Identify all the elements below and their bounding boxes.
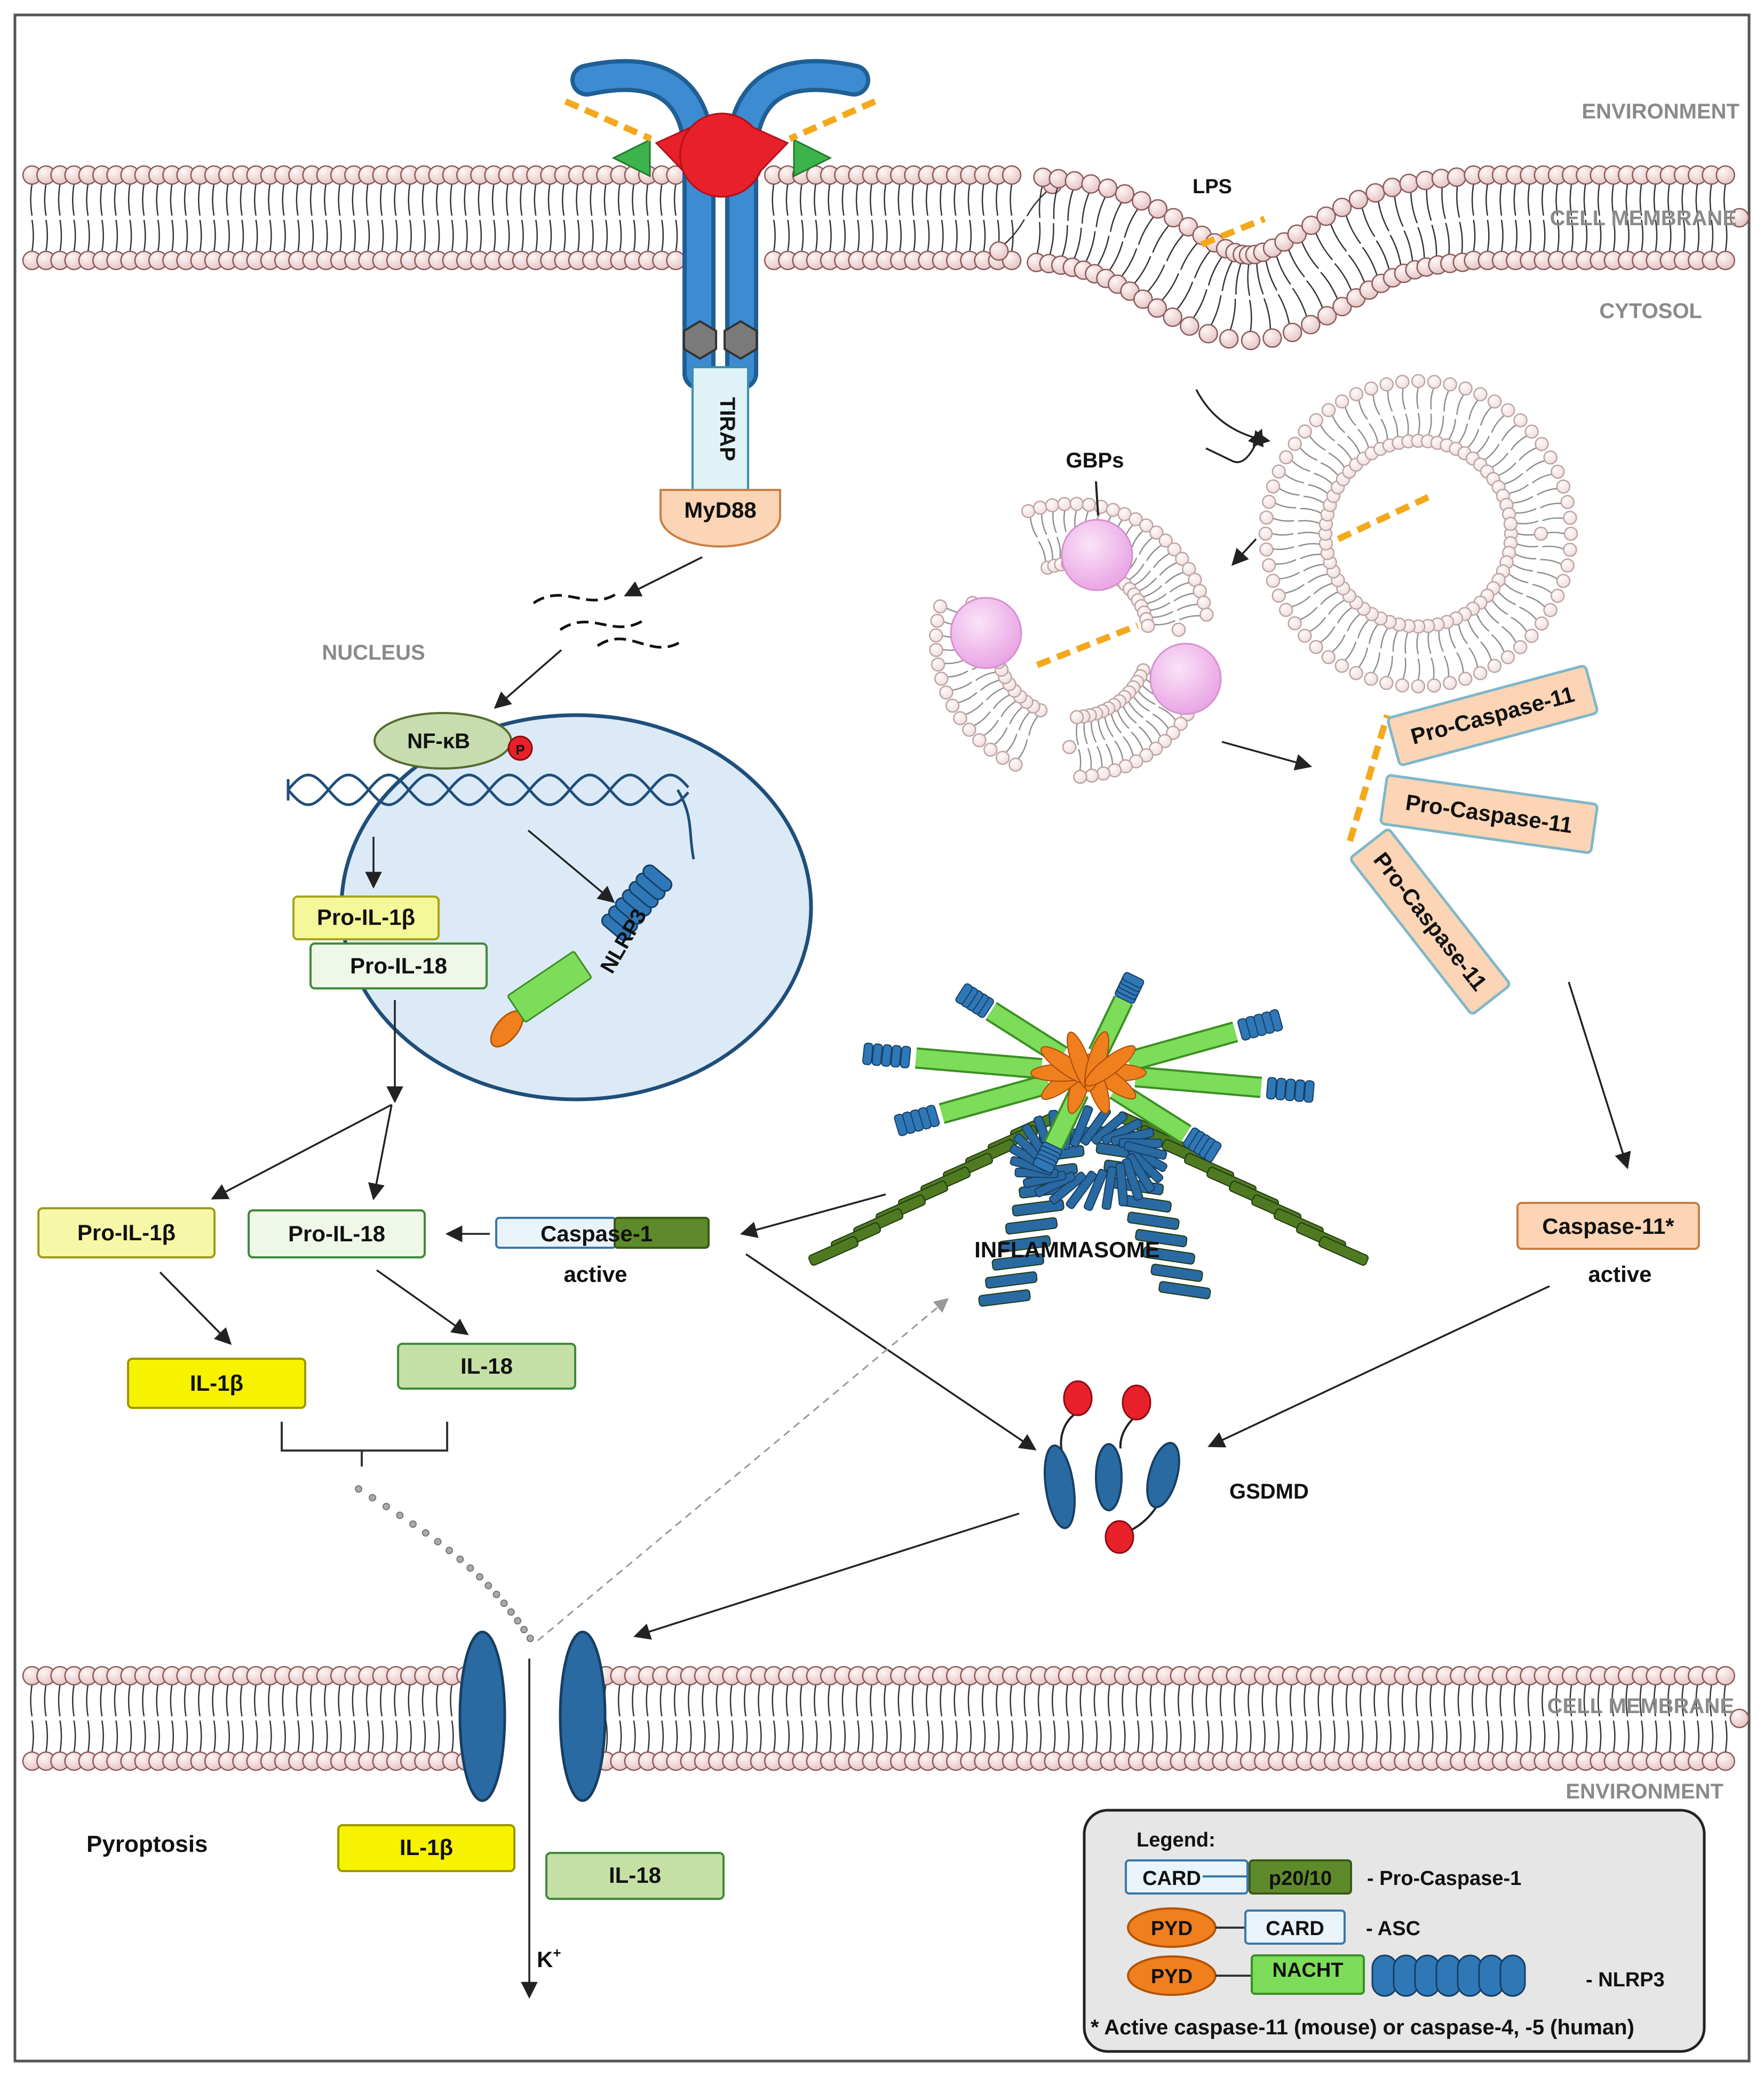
- gbp-icon: [1061, 519, 1133, 591]
- il1b-label: IL-1β: [190, 1370, 243, 1396]
- cyto-pro-il18-label: Pro-IL-18: [288, 1221, 385, 1246]
- gsdmd-label: GSDMD: [1229, 1480, 1309, 1503]
- potassium-label: K+: [537, 1945, 561, 1972]
- cell-membrane-bottom: [22, 1666, 1750, 1771]
- caspase1-p2010-domain: [614, 1217, 710, 1249]
- legend-pro-caspase1: - Pro-Caspase-1: [1367, 1867, 1521, 1890]
- tirap-label: TIRAP: [716, 397, 739, 461]
- out-il18-label: IL-18: [609, 1863, 661, 1888]
- region-cell-membrane-bottom: CELL MEMBRANE: [1547, 1694, 1734, 1718]
- caspase1-state: active: [563, 1262, 627, 1287]
- figure-frame: [13, 13, 1751, 2063]
- phosphate-icon: [507, 735, 533, 761]
- vesicle-lps-2: [1337, 493, 1432, 542]
- nucleus-pro-il1b-label: Pro-IL-1β: [317, 905, 415, 930]
- region-cell-membrane-top: CELL MEMBRANE: [1550, 207, 1737, 230]
- caspase1-label: Caspase-1: [541, 1221, 653, 1246]
- nucleus-pro-il18-label: Pro-IL-18: [350, 953, 447, 978]
- caspase11-active-box: [1516, 1202, 1700, 1250]
- pyroptosis-label: Pyroptosis: [86, 1831, 208, 1857]
- gbps-pointer: [1095, 481, 1099, 516]
- tlr4-receptor: [564, 59, 877, 548]
- nucleus-pro-il18-box: [309, 942, 488, 989]
- region-environment-top: ENVIRONMENT: [1582, 100, 1739, 123]
- nfkb-label: NF-κB: [407, 730, 470, 753]
- vesicle-lps: [1036, 622, 1139, 668]
- myd88-label: MyD88: [684, 497, 756, 522]
- cytokine-bracket: [281, 1422, 448, 1467]
- legend: Legend: CARD p20/10 - Pro-Caspase-1 PYD …: [1083, 1809, 1706, 2053]
- legend-pyd2-label: PYD: [1151, 1966, 1193, 1988]
- dna-helix: [287, 773, 695, 860]
- signal-squiggle: [533, 591, 684, 649]
- legend-pyd-label: PYD: [1151, 1917, 1193, 1940]
- lps-label: LPS: [1193, 176, 1232, 198]
- legend-footnote: * Active caspase-11 (mouse) or caspase-4…: [1091, 2016, 1634, 2039]
- phosphate-label: P: [515, 742, 525, 758]
- nucleus-pro-il1b-box: [292, 896, 440, 940]
- inflammasome-complex: [808, 972, 1369, 1307]
- il18-box: [397, 1343, 576, 1390]
- caspase11-active-label: Caspase-11*: [1542, 1214, 1674, 1239]
- out-il18-box: [545, 1852, 725, 1900]
- nlrp3-protein: [490, 864, 673, 1048]
- gsdmd-pore-left: [458, 1630, 506, 1802]
- cell-membrane-top: [22, 165, 1750, 351]
- gbp-icon: [950, 597, 1022, 669]
- caspase11-state: active: [1588, 1262, 1651, 1287]
- legend-asc: - ASC: [1366, 1917, 1420, 1940]
- legend-nlrp3: - NLRP3: [1586, 1969, 1665, 1991]
- nucleus-label: NUCLEUS: [322, 641, 425, 664]
- cyto-pro-il18-box: [248, 1209, 426, 1258]
- cyto-pro-il1b-label: Pro-IL-1β: [77, 1220, 176, 1245]
- legend-p2010-label: p20/10: [1269, 1867, 1332, 1890]
- out-il1b-label: IL-1β: [400, 1835, 453, 1860]
- gsdmd-pore-right: [559, 1630, 607, 1802]
- cyto-pro-il1b-box: [37, 1207, 216, 1258]
- gsdmd-protein: [1044, 1380, 1180, 1554]
- legend-nacht-label: NACHT: [1273, 1959, 1344, 1982]
- secretion-dots: [355, 1485, 534, 1642]
- out-il1b-box: [337, 1824, 515, 1872]
- legend-title: Legend:: [1137, 1829, 1215, 1851]
- pathway-arrows: [159, 389, 1631, 1999]
- gbps-label: GBPs: [1066, 449, 1124, 472]
- legend-card-label: CARD: [1142, 1867, 1201, 1890]
- region-cytosol: CYTOSOL: [1599, 299, 1702, 323]
- il18-label: IL-18: [460, 1353, 513, 1378]
- gbp-icon: [1149, 643, 1222, 715]
- region-environment-bottom: ENVIRONMENT: [1566, 1780, 1723, 1803]
- lps-molecule: [1200, 216, 1266, 248]
- il1b-box: [127, 1358, 306, 1409]
- legend-card2-label: CARD: [1266, 1917, 1324, 1940]
- inflammasome-label: INFLAMMASOME: [974, 1237, 1160, 1262]
